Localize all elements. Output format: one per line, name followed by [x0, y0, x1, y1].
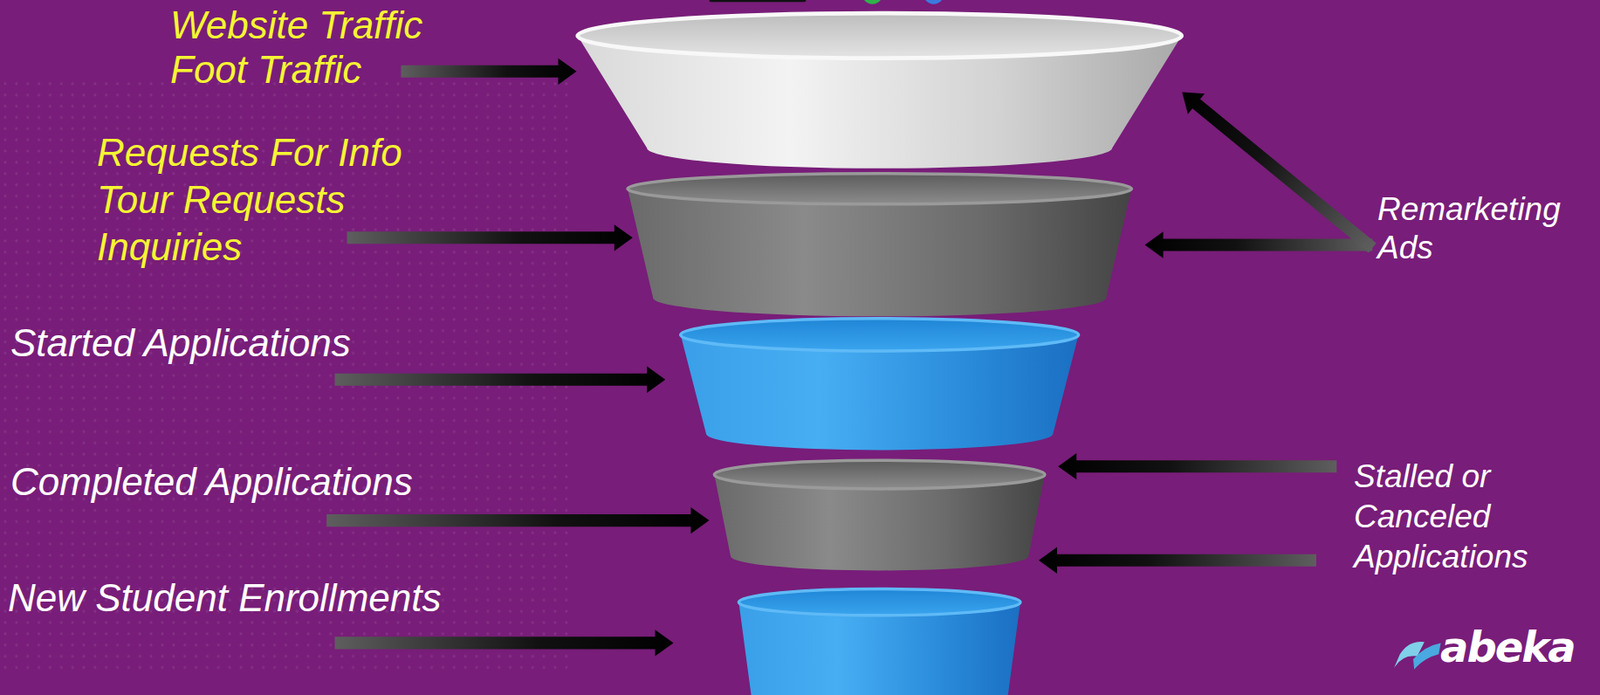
stage-label: New Student Enrollments	[7, 576, 441, 620]
stage-label: Tour Requests	[96, 178, 346, 222]
stage-label: Inquiries	[96, 225, 242, 269]
stage-label: Requests For Info	[96, 130, 403, 175]
stage-label: Remarketing Ads	[1377, 190, 1596, 268]
stage-label: Completed Applications	[10, 460, 413, 504]
logo-wordmark: abeka	[1440, 623, 1575, 671]
stage-label: Started Applications	[10, 321, 351, 365]
stage-label: Website Traffic	[170, 3, 423, 48]
stage-label: Stalled or Canceled Applications	[1353, 456, 1590, 577]
stage-label: Foot Traffic	[170, 48, 362, 92]
